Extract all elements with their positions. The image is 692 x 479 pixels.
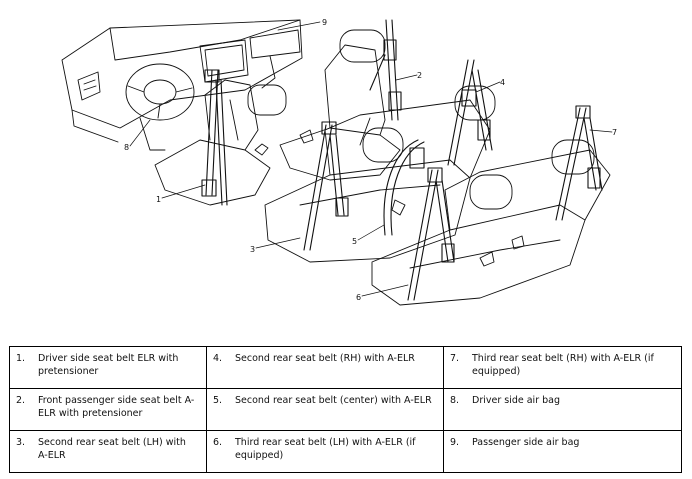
callout-5: 5 xyxy=(352,237,357,246)
legend-item: 6. Third rear seat belt (LH) with A-ELR (… xyxy=(206,430,444,473)
legend-item: 7. Third rear seat belt (RH) with A-ELR (… xyxy=(443,346,682,389)
legend-text: Second rear seat belt (LH) with A-ELR xyxy=(38,437,186,461)
callout-6: 6 xyxy=(356,293,361,302)
legend-text: Third rear seat belt (RH) with A-ELR (if… xyxy=(472,353,654,377)
second-row-seat-drawing xyxy=(264,85,496,263)
legend-item: 3. Second rear seat belt (LH) with A-ELR xyxy=(9,430,207,473)
legend-row: 3.Second rear seat belt (LH) with A-ELR … xyxy=(9,430,682,473)
seat-belts-drawing xyxy=(201,19,603,301)
callout-8: 8 xyxy=(124,143,129,152)
legend-text: Second rear seat belt (center) with A-EL… xyxy=(235,395,432,406)
legend-row: 2. Front passenger side seat belt A-ELR w… xyxy=(9,388,682,431)
legend-item: 4. Second rear seat belt (RH) with A-ELR xyxy=(206,346,444,389)
front-seats-drawing xyxy=(154,29,401,206)
legend-text: Third rear seat belt (LH) with A-ELR (if… xyxy=(235,437,416,461)
legend-number: 6. xyxy=(213,437,223,448)
callout-2: 2 xyxy=(417,71,422,80)
legend-item: 2. Front passenger side seat belt A-ELR w… xyxy=(9,388,207,431)
legend-number: 5. xyxy=(213,395,223,406)
callout-4: 4 xyxy=(500,78,505,87)
legend-text: Driver side air bag xyxy=(472,395,561,406)
callout-labels: 1 2 3 4 5 6 7 8 9 xyxy=(124,18,617,302)
legend-item: 1. Driver side seat belt ELR with pretens… xyxy=(9,346,207,389)
legend-row: 1. Driver side seat belt ELR with pretens… xyxy=(9,346,682,389)
seat-belt-layout-diagram: 1 2 3 4 5 6 7 8 9 xyxy=(61,18,617,306)
legend-text: Driver side seat belt ELR with pretensio… xyxy=(38,353,179,377)
legend-item: 5. Second rear seat belt (center) with A-… xyxy=(206,388,444,431)
callout-3: 3 xyxy=(250,245,255,254)
legend-number: 9. xyxy=(450,437,460,448)
legend-text: Passenger side air bag xyxy=(472,437,580,448)
legend-item: 9. Passenger side air bag xyxy=(443,430,682,473)
callout-leaders xyxy=(129,21,613,297)
dashboard-drawing xyxy=(61,19,303,151)
legend-number: 7. xyxy=(450,353,460,364)
callout-7: 7 xyxy=(612,128,617,137)
legend-item: 8. Driver side air bag xyxy=(443,388,682,431)
legend-number: 4. xyxy=(213,353,223,364)
callout-1: 1 xyxy=(156,195,161,204)
legend-number: 2. xyxy=(16,395,26,406)
legend-number: 1. xyxy=(16,353,26,364)
legend-text: Second rear seat belt (RH) with A-ELR xyxy=(235,353,415,364)
legend-text: Front passenger side seat belt A-ELR wit… xyxy=(38,395,195,419)
legend-number: 8. xyxy=(450,395,460,406)
callout-9: 9 xyxy=(322,18,327,27)
legend-number: 3. xyxy=(16,437,26,448)
legend-table: 1. Driver side seat belt ELR with pretens… xyxy=(9,346,682,473)
